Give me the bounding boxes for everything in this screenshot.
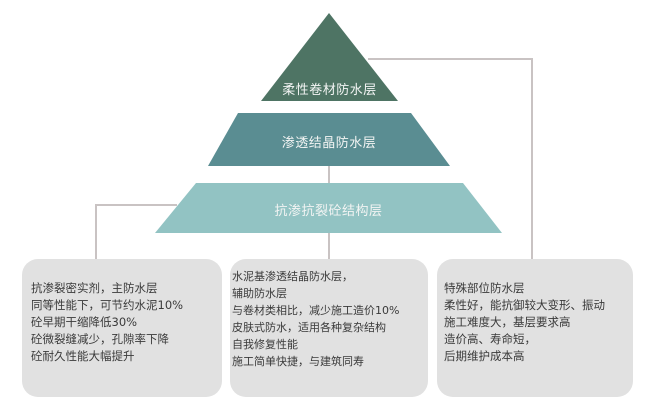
box-line: 砼早期干缩降低30% <box>31 315 138 329</box>
box-line: 同等性能下，可节约水泥10% <box>31 298 184 312</box>
middle-layer-label: 渗透结晶防水层 <box>281 136 377 151</box>
box-line: 施工简单快捷，与建筑同寿 <box>232 355 364 368</box>
box-line: 柔性好，能抗御较大变形、振动 <box>444 298 605 312</box>
info-box-left: 抗渗裂密实剂，主防水层 同等性能下，可节约水泥10% 砼早期干缩降低30% 砼微… <box>22 259 222 397</box>
box-line: 砼微裂缝减少，孔隙率下降 <box>31 332 169 346</box>
box-line: 水泥基渗透结晶防水层， <box>232 270 353 283</box>
pyramid-middle-layer <box>208 113 450 166</box>
pyramid-bottom-layer <box>155 183 502 233</box>
top-layer-label: 柔性卷材防水层 <box>282 83 377 98</box>
connector-right <box>368 58 533 260</box>
box-line: 自我修复性能 <box>232 338 298 351</box>
box-line: 抗渗裂密实剂，主防水层 <box>31 281 158 295</box>
info-box-middle: 水泥基渗透结晶防水层， 辅助防水层 与卷材类相比，减少施工造价10% 皮肤式防水… <box>230 259 428 397</box>
connector-left <box>95 204 177 260</box>
box-line: 造价高、寿命短， <box>444 332 536 346</box>
box-line: 后期维护成本高 <box>444 349 525 363</box>
box-line: 施工难度大，基层要求高 <box>444 315 571 329</box>
pyramid-top-layer <box>261 13 398 101</box>
box-line: 特殊部位防水层 <box>444 281 525 295</box>
box-line: 砼耐久性能大幅提升 <box>31 349 135 363</box>
box-line: 辅助防水层 <box>232 287 287 300</box>
bottom-layer-label: 抗渗抗裂砼结构层 <box>274 204 383 219</box>
box-line: 皮肤式防水，适用各种复杂结构 <box>232 321 386 334</box>
box-line: 与卷材类相比，减少施工造价10% <box>232 304 400 317</box>
info-box-right: 特殊部位防水层 柔性好，能抗御较大变形、振动 施工难度大，基层要求高 造价高、寿… <box>437 259 633 397</box>
